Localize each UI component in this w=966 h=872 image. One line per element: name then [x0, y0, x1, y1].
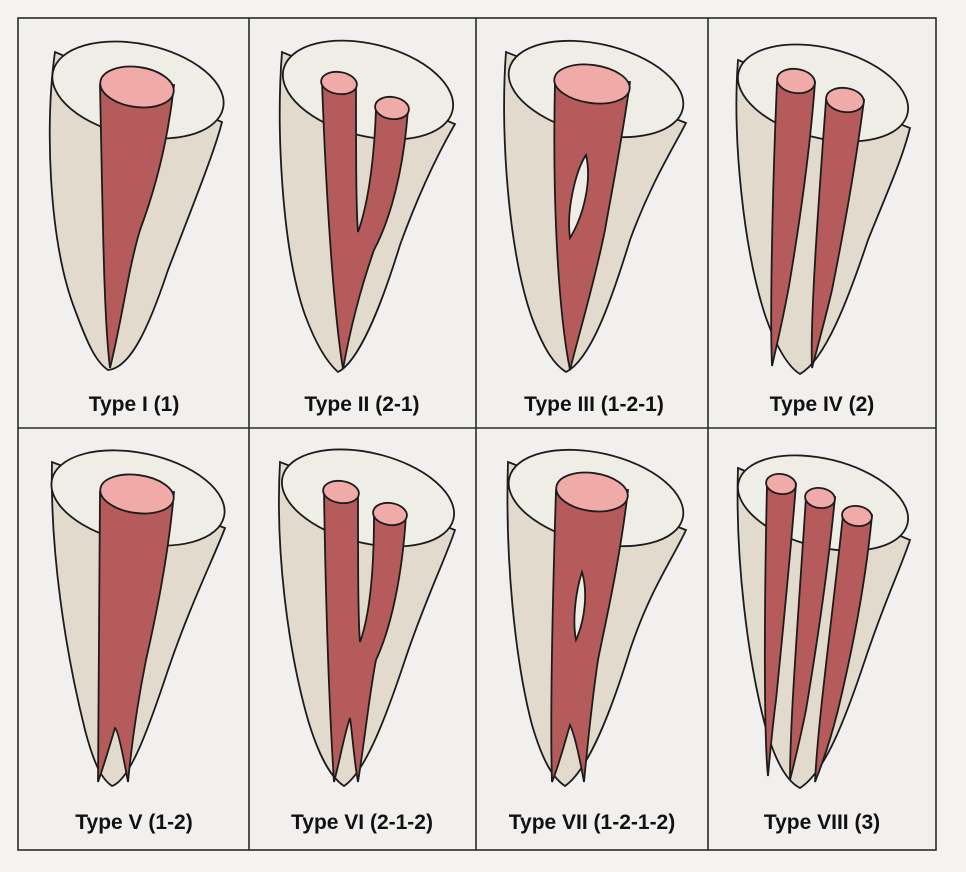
panel-type-4: Type IV (2) — [735, 43, 912, 416]
panel-label: Type V (1-2) — [75, 811, 192, 834]
panel-grid — [17, 17, 937, 851]
panel-type-2: Type II (2-1) — [278, 39, 457, 416]
canal-type-3 — [553, 63, 632, 371]
panel-label: Type IV (2) — [770, 393, 875, 416]
panel-label: Type VI (2-1-2) — [291, 811, 433, 834]
panel-type-6: Type VI (2-1-2) — [278, 448, 457, 834]
canal-type-5 — [97, 473, 175, 783]
panel-type-3: Type III (1-2-1) — [503, 39, 688, 416]
canal-type-7 — [550, 471, 630, 783]
panel-type-5: Type V (1-2) — [50, 449, 227, 834]
canal-type-2 — [320, 70, 410, 370]
panel-label: Type II (2-1) — [304, 393, 419, 416]
panel-type-1: Type I (1) — [48, 40, 225, 416]
canal-type-1 — [99, 65, 176, 369]
panel-label: Type III (1-2-1) — [524, 393, 664, 416]
panel-label: Type I (1) — [89, 393, 180, 416]
canal-type-8 — [763, 472, 873, 783]
panel-type-8: Type VIII (3) — [736, 454, 912, 834]
panel-label: Type VII (1-2-1-2) — [509, 811, 675, 834]
panel-label: Type VIII (3) — [764, 811, 880, 834]
panel-type-7: Type VII (1-2-1-2) — [506, 448, 688, 834]
canal-type-6 — [322, 479, 408, 783]
canal-type-4 — [770, 67, 866, 369]
